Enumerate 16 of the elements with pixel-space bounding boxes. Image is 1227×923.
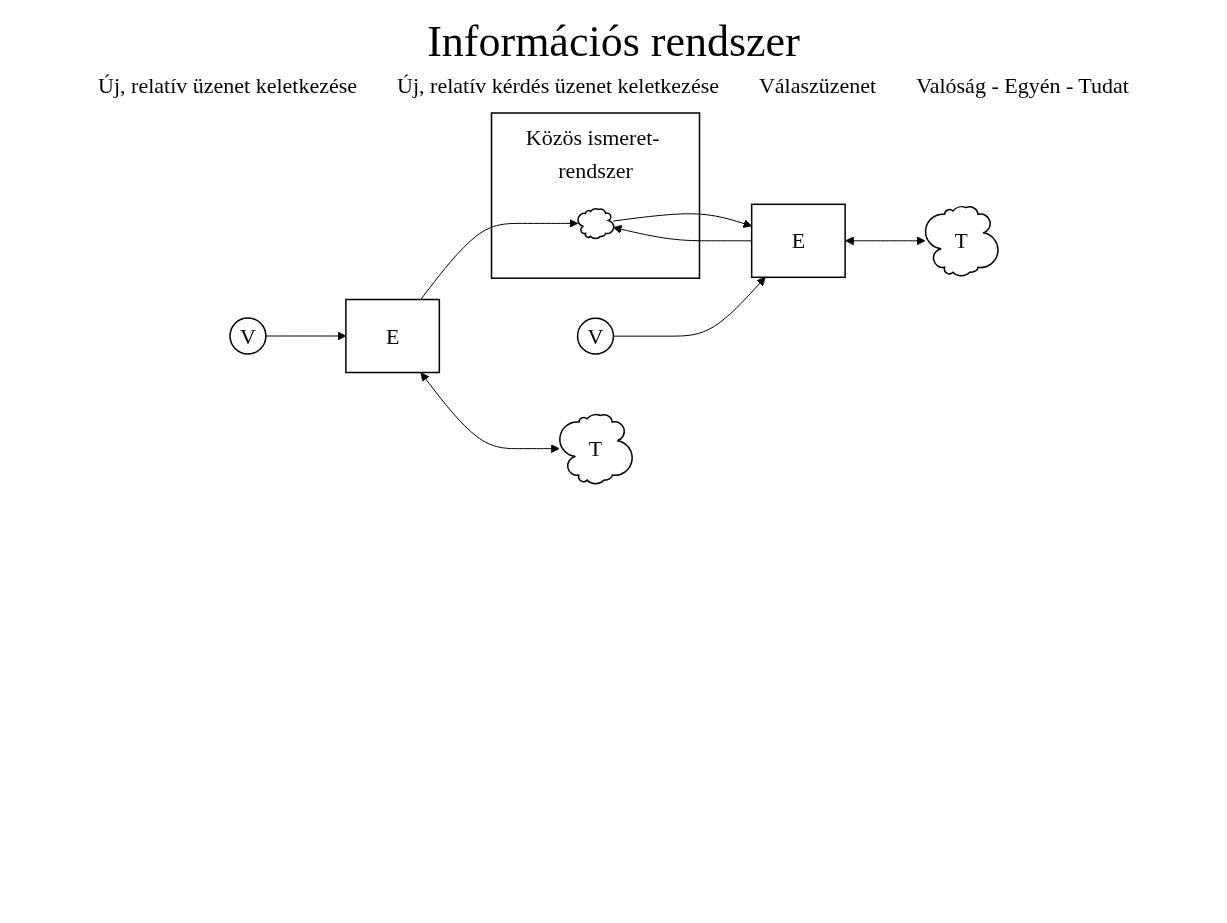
diagram-title: Információs rendszer (427, 16, 800, 67)
note-text: Valóság - Egyén - Tudat (916, 73, 1129, 99)
node-box: E (344, 298, 440, 374)
node-box: E (750, 203, 846, 279)
arrow (612, 213, 752, 228)
arrow (612, 276, 766, 337)
note-text: Válaszüzenet (758, 73, 877, 99)
note-text: Új, relatív üzenet keletkezése (98, 73, 358, 99)
node-cloud (576, 208, 614, 240)
arrow (420, 372, 560, 454)
note-text: Új, relatív kérdés üzenet keletkezése (397, 73, 719, 99)
cluster: Közös ismeret- rendszer (490, 112, 700, 279)
arrow (419, 219, 578, 300)
arrow (844, 236, 926, 246)
node-circle: V (576, 317, 614, 355)
node-circle: V (228, 317, 267, 355)
